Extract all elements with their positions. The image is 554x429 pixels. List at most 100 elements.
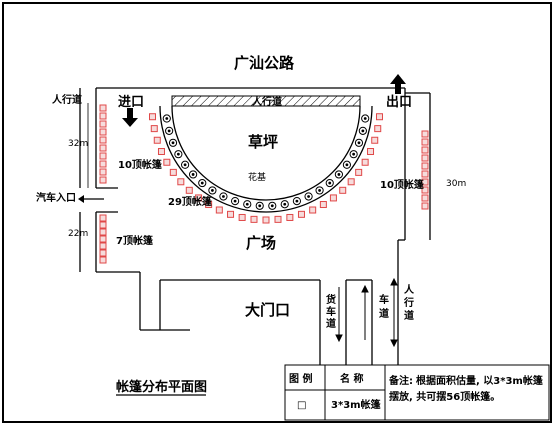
tent-arc [227,210,235,218]
outer-frame [2,2,552,423]
road-name: 广汕公路 [234,54,295,72]
tent-arc [361,158,369,166]
tent-arc [169,168,177,176]
entrance-arrow-icon [122,108,138,127]
tent-arc [286,213,294,221]
car-entrance-label: 汽车入口 [36,191,76,204]
tent-left-upper [99,128,107,136]
flower-dot-icon [283,202,287,206]
tent-arc [367,148,375,156]
tent-arc [153,136,161,144]
flower-dot-icon [211,189,214,192]
tent-left-upper [99,120,107,128]
flower-dot-icon [183,163,187,167]
flowerbed-label: 花基 [248,171,266,183]
flower-dot-icon [352,152,356,156]
tent-arc [238,213,246,221]
flower-dot-icon [295,199,299,203]
tent-left-upper [99,168,107,176]
lawn-arc-inner [171,105,361,201]
legend-name-header: 名 称 [340,372,363,385]
tent-arc [309,206,317,214]
car-entrance-arrow-icon [78,195,104,203]
gate-label: 大门口 [245,301,290,319]
flower-dot-icon [328,181,332,185]
flower-dot-icon [318,189,321,192]
tent-right [421,170,429,178]
tent-arc [329,194,337,202]
legend-table [284,364,550,421]
flower-dot-icon [171,141,175,145]
tent-arc [157,148,165,156]
tent-arc [185,186,193,194]
flower-dot-icon [165,117,169,120]
tent-right [421,194,429,202]
sidewalk-strip [171,95,361,107]
sidewalk-right-label: 道 [404,309,414,322]
flower-dot-icon [176,152,180,156]
tent-right [421,202,429,210]
flower-dot-icon [245,202,249,206]
tent-right [421,138,429,146]
tent-left-upper [99,104,107,112]
sidewalk-right-label: 行 [403,296,414,309]
road-boundaries [79,87,431,365]
flower-dot-icon [258,204,262,208]
exit-label: 出口 [386,94,412,110]
right-length: 30m [446,179,466,189]
tent-arc [339,186,347,194]
lane-arrow-icons [335,277,398,348]
flower-dot-icon [191,173,195,176]
tent-left-lower [99,228,107,236]
tent-right [421,162,429,170]
tent-right [421,130,429,138]
lawn-arc-outer [159,105,373,213]
flower-dot-icon [357,141,361,145]
tent-arc [195,194,203,202]
left-lower-length: 22m [68,229,88,239]
tent-arc [297,210,305,218]
arc-count: 29顶帐篷 [168,195,213,208]
legend-tent-icon: □ [297,400,306,411]
entrance-label: 进口 [118,95,144,110]
flower-dot-icon [361,129,365,133]
plaza-label: 广场 [246,234,276,252]
tent-arc [371,136,379,144]
tent-left-upper [99,144,107,152]
column-tents [99,104,429,264]
tent-arc [375,113,383,121]
tent-left-lower [99,249,107,257]
plan-title: 帐篷分布平面图 [116,379,207,395]
tent-left-upper [99,136,107,144]
tent-right [421,178,429,186]
tent-left-upper [99,176,107,184]
sidewalk-arc-label: 人行道 [252,95,282,108]
lawn-label: 草坪 [248,133,278,151]
tent-left-lower [99,235,107,243]
legend-tent-name: 3*3m帐篷 [331,398,382,411]
tent-arc [319,201,327,209]
tent-arc [177,178,185,186]
flower-dot-icon [167,129,171,133]
tent-left-lower [99,242,107,250]
tent-left-upper [99,152,107,160]
tent-right [421,146,429,154]
flower-dot-icon [363,117,367,120]
tent-arc [274,215,282,223]
flower-dot-icon [345,163,349,167]
flowerbed-circles [162,114,370,210]
legend-note-line2: 摆放, 共可摆56顶帐篷。 [389,390,500,403]
right-count: 10顶帐篷 [380,178,425,191]
tent-left-upper [99,160,107,168]
flower-dot-icon [222,195,225,198]
sidewalk-right-label: 人 [404,283,415,296]
flower-dot-icon [307,195,310,198]
freight-lane-label: 道 [326,317,336,330]
flower-dot-icon [270,204,274,208]
left-lower-count: 7顶帐篷 [116,234,154,247]
flower-dot-icon [233,199,237,203]
freight-lane-label: 车 [326,305,336,318]
